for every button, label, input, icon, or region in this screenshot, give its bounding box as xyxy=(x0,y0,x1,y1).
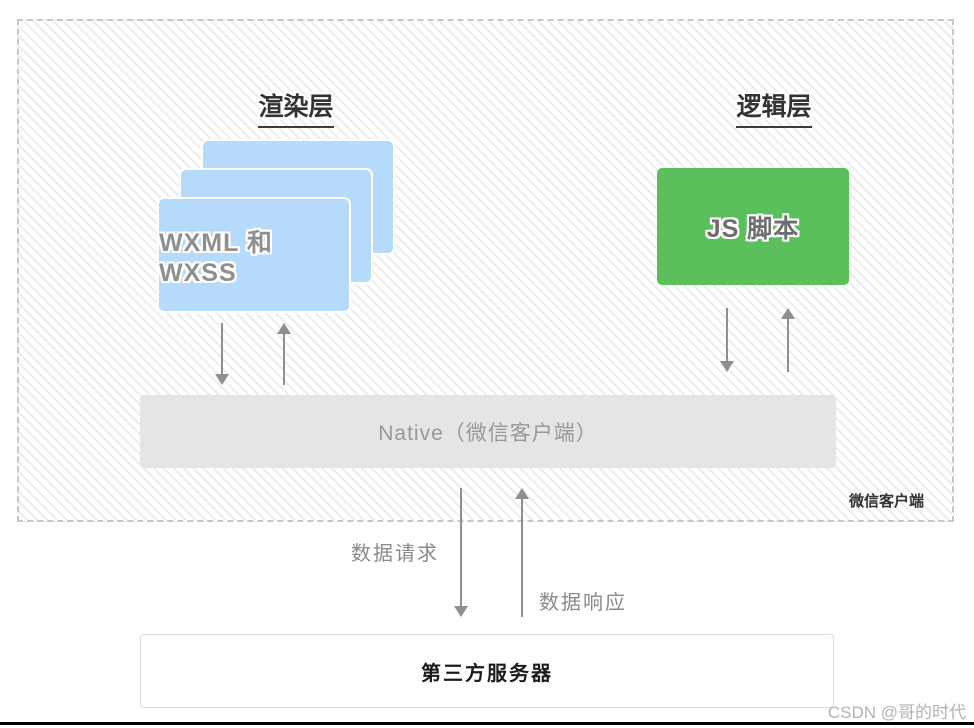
arrow-head xyxy=(277,323,291,334)
arrow-head xyxy=(215,374,229,385)
arrow-down-icon xyxy=(215,323,229,385)
arrow-up-icon xyxy=(515,488,529,617)
arrow-up-icon xyxy=(277,323,291,385)
arrow-down-icon xyxy=(454,488,468,617)
arrow-head xyxy=(781,308,795,319)
arrow-shaft xyxy=(726,308,728,364)
arrow-up-icon xyxy=(781,308,795,372)
logic-layer-title-text: 逻辑层 xyxy=(736,87,812,128)
arrow-shaft xyxy=(221,323,223,377)
arrow-shaft xyxy=(787,316,789,372)
render-layer-title: 渲染层 xyxy=(216,87,376,128)
data-response-label: 数据响应 xyxy=(539,592,627,614)
data-request-label: 数据请求 xyxy=(351,543,439,565)
arrow-shaft xyxy=(283,331,285,385)
js-script-box: JS 脚本 xyxy=(657,168,849,285)
wxml-page-card-front: WXML 和 WXSS xyxy=(157,197,351,313)
third-party-server-label: 第三方服务器 xyxy=(421,662,553,685)
arrow-head xyxy=(454,606,468,617)
native-bar: Native（微信客户端） xyxy=(140,395,836,468)
render-layer-title-text: 渲染层 xyxy=(258,87,334,128)
arrow-shaft xyxy=(460,488,462,609)
logic-layer-title: 逻辑层 xyxy=(694,87,854,128)
js-script-label: JS 脚本 xyxy=(706,214,800,243)
wxml-card-label: WXML 和 WXSS xyxy=(159,228,273,287)
native-bar-label: Native（微信客户端） xyxy=(378,421,598,445)
wechat-client-label: 微信客户端 xyxy=(849,493,925,510)
third-party-server-box: 第三方服务器 xyxy=(140,634,834,708)
bottom-divider xyxy=(0,722,974,725)
arrow-shaft xyxy=(521,496,523,617)
arrow-head xyxy=(515,488,529,499)
arrow-head xyxy=(720,361,734,372)
watermark: CSDN @哥的时代 xyxy=(827,703,966,722)
arrow-down-icon xyxy=(720,308,734,372)
